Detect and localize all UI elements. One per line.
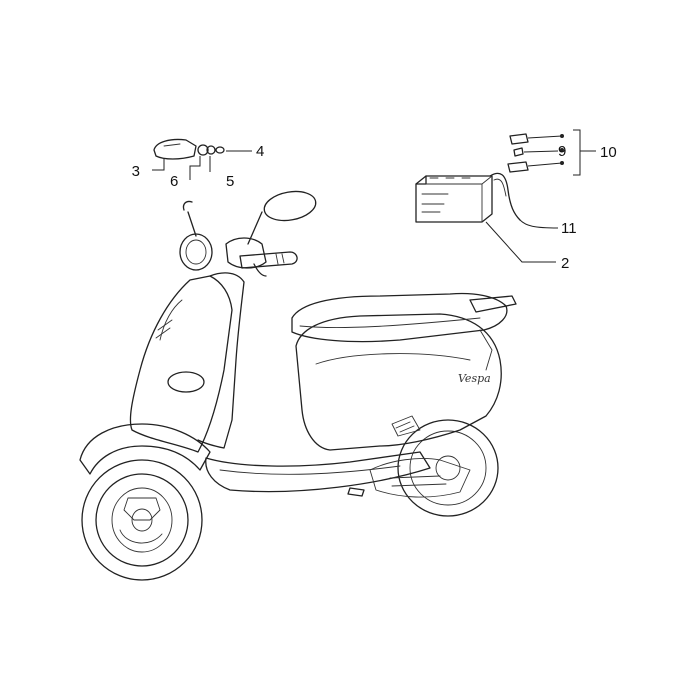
callout-4: 4: [256, 143, 264, 160]
rear-wheel: [397, 419, 499, 517]
part-5: [206, 145, 216, 155]
steering-column: [197, 272, 245, 449]
fuse-2: [513, 147, 524, 157]
switch-assembly: [153, 138, 225, 160]
callout-11: 11: [561, 220, 577, 237]
fuse-dot-2: [560, 148, 564, 152]
front-fender: [79, 423, 211, 475]
seat: [291, 292, 508, 343]
left-mirror: [182, 200, 197, 237]
callouts: 3 6 5 4 9 10 11 2: [132, 143, 617, 272]
part-3: [153, 138, 197, 160]
battery-assembly: [415, 172, 521, 223]
fuse-3: [507, 161, 529, 173]
battery: [415, 175, 493, 223]
scooter-illustration: Vespa: [79, 190, 517, 581]
fuse-set: [507, 133, 564, 173]
rear-rack: [469, 295, 517, 313]
part-4: [215, 146, 225, 154]
callout-10: 10: [600, 144, 617, 161]
engine-area: [369, 458, 471, 498]
floorboard: [205, 451, 431, 493]
battery-lead: [489, 172, 521, 221]
front-indicator: [167, 371, 205, 393]
right-mirror: [247, 190, 317, 245]
side-script: Vespa: [458, 372, 491, 385]
front-wheel: [81, 459, 203, 581]
callout-6: 6: [170, 173, 178, 190]
headlamp: [179, 233, 213, 271]
handlebar: [239, 251, 298, 269]
part-6: [197, 144, 209, 156]
callout-3: 3: [132, 163, 140, 180]
callout-5: 5: [226, 173, 234, 190]
callout-2: 2: [561, 255, 569, 272]
leg-shield: [129, 275, 233, 453]
leaders-left: [152, 150, 252, 180]
headset: [225, 237, 267, 269]
side-panel: [295, 313, 502, 451]
fuse-1: [509, 133, 529, 145]
leaders-right: [485, 129, 596, 263]
callout-9: 9: [558, 143, 566, 160]
